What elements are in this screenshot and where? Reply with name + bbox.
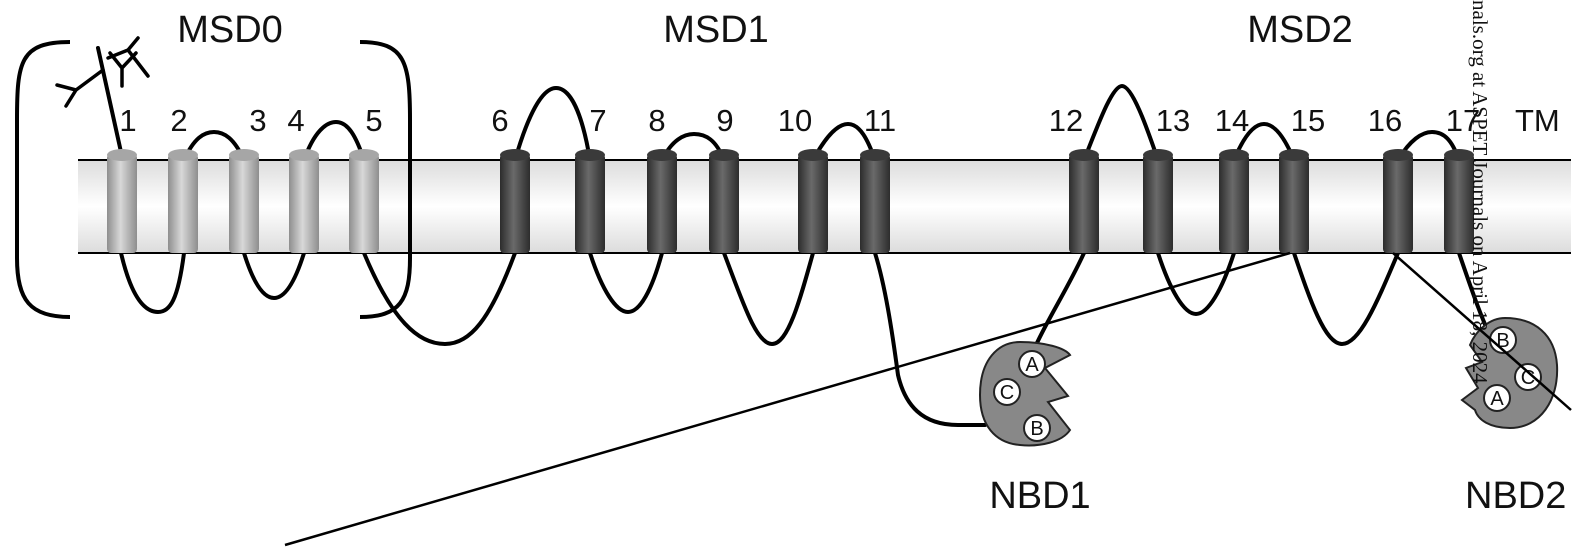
nbd1-site-c-label: C <box>1000 382 1014 404</box>
helix-17 <box>1444 154 1474 253</box>
helix-1 <box>107 154 137 253</box>
loop-2-3-extra <box>182 129 246 162</box>
helix-number-11: 11 <box>864 103 896 138</box>
helix-number-7: 7 <box>589 103 606 138</box>
loop-nbd1-12 <box>1034 251 1086 347</box>
loop-11-nbd1 <box>873 251 987 427</box>
helix-number-8: 8 <box>648 103 665 138</box>
glycosylation-branch-icon <box>55 36 150 108</box>
helix-14 <box>1219 154 1249 253</box>
nbd1-site-b <box>1023 414 1051 442</box>
msd2-label: MSD2 <box>1247 9 1353 51</box>
loop-1-2-cyto <box>119 251 186 315</box>
helix-8 <box>647 154 677 253</box>
nbd2-label: NBD2 <box>1465 475 1566 517</box>
helix-7 <box>575 154 605 253</box>
loop-16-17-extra <box>1396 129 1461 162</box>
loop-14-15-extra <box>1232 121 1296 162</box>
helix-number-5: 5 <box>365 103 382 138</box>
nbd2-site-c-label: C <box>1521 367 1535 389</box>
helix-number-1: 1 <box>119 103 136 138</box>
helix-number-9: 9 <box>716 103 733 138</box>
loops <box>96 46 1494 427</box>
helix-9 <box>709 154 739 253</box>
helix-3 <box>229 154 259 253</box>
helix-number-15: 15 <box>1291 103 1325 138</box>
msd0-bracket <box>15 40 412 319</box>
helix-number-13: 13 <box>1156 103 1190 138</box>
nbd2-site-a <box>1483 384 1511 412</box>
helix-number-3: 3 <box>249 103 266 138</box>
helix-6 <box>500 154 530 253</box>
nbd1-label: NBD1 <box>989 475 1090 517</box>
nbd2-site-a-label: A <box>1490 388 1504 410</box>
nbd1-site-b-label: B <box>1030 418 1043 440</box>
helix-2 <box>168 154 198 253</box>
nbd2-site-c <box>1514 363 1542 391</box>
helices <box>107 149 1474 253</box>
nbd1-site-c <box>993 378 1021 406</box>
helix-13 <box>1143 154 1173 253</box>
nbd2-icon: B C A <box>1460 316 1559 430</box>
helix-5 <box>349 154 379 253</box>
helix-number-16: 16 <box>1368 103 1402 138</box>
msd0-label: MSD0 <box>177 9 283 51</box>
msd1-helices <box>500 149 890 253</box>
domain-labels: MSD0 MSD1 MSD2 NBD1 NBD2 TM <box>177 9 1566 517</box>
nbd1-site-a-label: A <box>1025 354 1039 376</box>
helix-10 <box>798 154 828 253</box>
loop-13-14-cyto <box>1156 251 1236 317</box>
helix-number-2: 2 <box>170 103 187 138</box>
msd1-label: MSD1 <box>663 9 769 51</box>
loop-6-7-extra <box>513 85 592 162</box>
msd0-helices <box>107 149 379 253</box>
helix-12 <box>1069 154 1099 253</box>
watermark-text: nals.org at ASPET Journals on April 18, … <box>1468 0 1492 384</box>
callout-lines <box>284 251 1572 547</box>
loop-4-5-extra <box>302 119 366 162</box>
tm-label: TM <box>1515 103 1560 138</box>
helix-number-12: 12 <box>1049 103 1083 138</box>
helix-number-17: 17 <box>1446 103 1480 138</box>
loop-8-9-extra <box>660 131 726 162</box>
loop-15-16-cyto <box>1292 251 1400 347</box>
helix-15 <box>1279 154 1309 253</box>
loop-7-8-cyto <box>588 251 664 315</box>
loop-nterm <box>96 46 123 154</box>
loop-3-4-cyto <box>242 251 306 301</box>
helix-16 <box>1383 154 1413 253</box>
helix-number-14: 14 <box>1215 103 1249 138</box>
nbd1-icon: A C B <box>978 340 1072 447</box>
helix-4 <box>289 154 319 253</box>
loop-10-11-extra <box>811 121 877 162</box>
loop-9-10-cyto <box>722 251 815 347</box>
helix-number-4: 4 <box>287 103 304 138</box>
loop-5-6-cyto <box>362 251 517 347</box>
msd2-helices <box>1069 149 1474 253</box>
loop-12-13-extra <box>1082 83 1160 162</box>
helix-number-6: 6 <box>491 103 508 138</box>
nbd1-site-a <box>1018 350 1046 378</box>
helix-number-10: 10 <box>778 103 812 138</box>
helix-11 <box>860 154 890 253</box>
